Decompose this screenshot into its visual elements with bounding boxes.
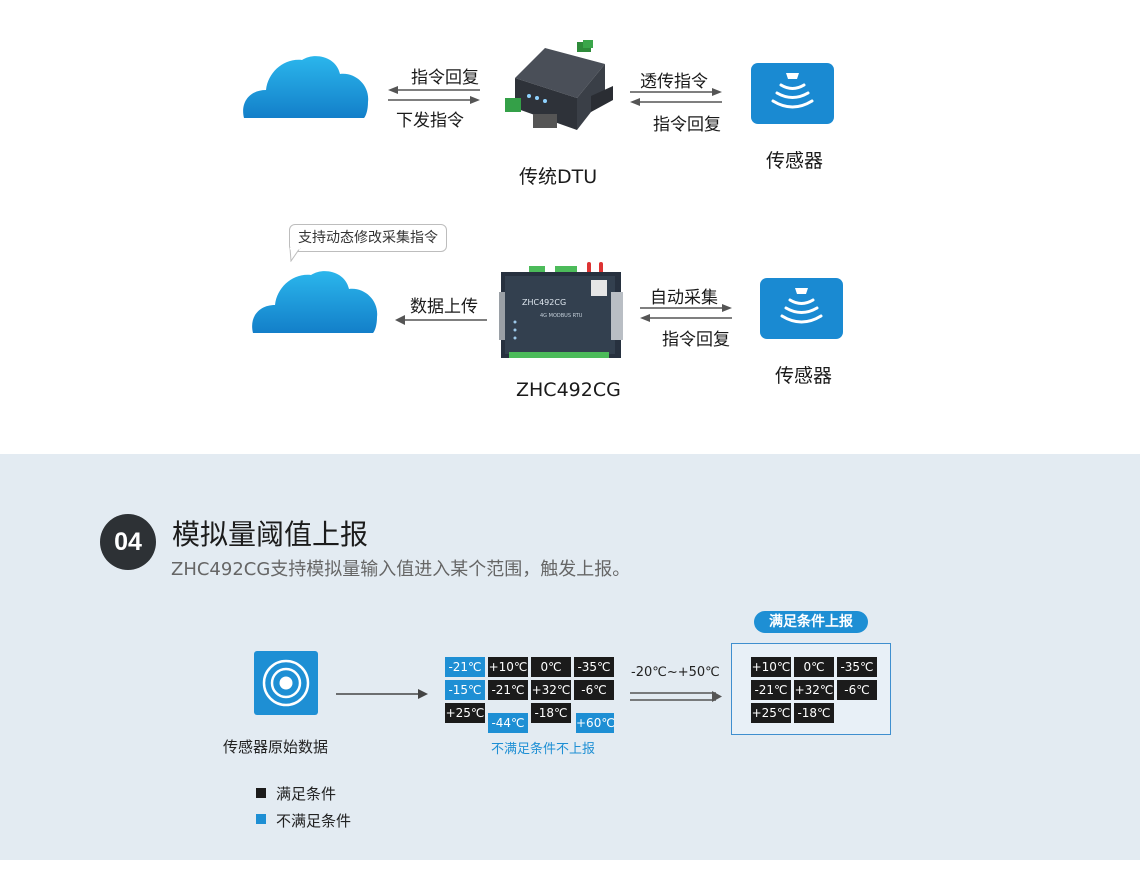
reported-pill: 满足条件上报 xyxy=(754,611,868,633)
bidirectional-arrow-icon xyxy=(630,88,722,106)
section-subtitle: ZHC492CG支持模拟量输入值进入某个范围，触发上报。 xyxy=(171,559,631,580)
reply-label: 指令回复 xyxy=(411,68,479,88)
section-number: 04 xyxy=(100,514,156,570)
reported-chip: -18℃ xyxy=(794,703,834,723)
raw-data-label: 传感器原始数据 xyxy=(223,738,329,756)
raw-chip: 0℃ xyxy=(531,657,571,677)
sensor-icon xyxy=(760,278,843,339)
arrow-left-icon xyxy=(395,315,487,325)
raw-chip: +25℃ xyxy=(445,703,485,723)
legend-met-swatch xyxy=(256,788,266,798)
data-upload-label: 数据上传 xyxy=(410,297,478,317)
not-reported-label: 不满足条件不上报 xyxy=(491,742,596,757)
zhc492cg-label: ZHC492CG xyxy=(516,379,621,401)
sensor-label: 传感器 xyxy=(766,150,824,172)
reported-chip: +32℃ xyxy=(794,680,834,700)
raw-chip: -15℃ xyxy=(445,680,485,700)
raw-chip: +32℃ xyxy=(531,680,571,700)
reported-chip: +10℃ xyxy=(751,657,791,677)
target-sensor-icon xyxy=(254,651,318,715)
auto-collect-label: 自动采集 xyxy=(650,288,718,308)
cloud-icon xyxy=(243,56,369,118)
bidirectional-arrow-icon xyxy=(388,86,480,104)
cloud-icon xyxy=(252,271,378,333)
device-subtitle-print: 4G MODBUS RTU xyxy=(540,313,583,319)
arrow-right-icon xyxy=(336,689,428,699)
raw-chip: +10℃ xyxy=(488,657,528,677)
sensor-label: 传感器 xyxy=(775,365,833,387)
legend-met-label: 满足条件 xyxy=(276,785,337,803)
range-label: -20℃~+50℃ xyxy=(631,665,720,680)
bubble-tail xyxy=(289,248,301,262)
reported-chip: -6℃ xyxy=(837,680,877,700)
reply-label: 指令回复 xyxy=(653,115,721,135)
legend-not-met-swatch xyxy=(256,814,266,824)
zhc492cg-device-image xyxy=(499,262,623,358)
legend-not-met-label: 不满足条件 xyxy=(276,812,352,830)
reported-chip: +25℃ xyxy=(751,703,791,723)
sensor-icon xyxy=(751,63,834,124)
speech-bubble: 支持动态修改采集指令 xyxy=(289,224,447,252)
bidirectional-arrow-icon xyxy=(640,304,732,322)
device-brand-print: ZHC492CG xyxy=(522,298,567,307)
double-arrow-right-icon xyxy=(630,691,722,702)
reported-chip: 0℃ xyxy=(794,657,834,677)
raw-chip: -6℃ xyxy=(574,680,614,700)
reply-label: 指令回复 xyxy=(662,330,730,350)
dtu-device-image xyxy=(505,40,613,130)
section-title: 模拟量阈值上报 xyxy=(172,518,369,551)
raw-chip: -18℃ xyxy=(531,703,571,723)
passthrough-label: 透传指令 xyxy=(640,72,708,92)
raw-chip: -21℃ xyxy=(488,680,528,700)
raw-chip: +60℃ xyxy=(576,713,615,733)
reported-chip: -35℃ xyxy=(837,657,877,677)
raw-chip: -35℃ xyxy=(574,657,614,677)
send-command-label: 下发指令 xyxy=(396,111,464,131)
traditional-dtu-label: 传统DTU xyxy=(519,166,598,188)
raw-chip: -21℃ xyxy=(445,657,485,677)
raw-chip: -44℃ xyxy=(488,713,528,733)
reported-chip: -21℃ xyxy=(751,680,791,700)
